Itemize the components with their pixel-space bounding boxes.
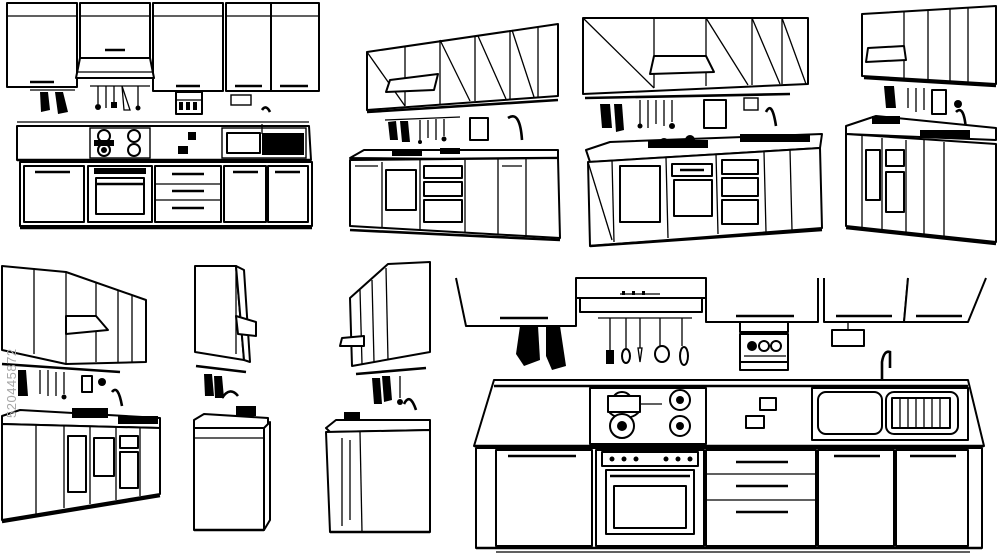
stock-id-watermark: 520445872 — [4, 348, 19, 418]
kitchen-angled-view-3 — [582, 17, 823, 248]
kitchen-side-view-4 — [845, 5, 997, 246]
kitchen-front-view-top-left — [6, 2, 320, 230]
kitchen-angled-view-2 — [349, 23, 561, 242]
kitchen-front-view-large — [455, 277, 987, 553]
kitchen-side-view-7 — [325, 261, 431, 534]
kitchen-side-view-6 — [193, 265, 271, 532]
kitchen-angled-view-5 — [1, 265, 161, 524]
